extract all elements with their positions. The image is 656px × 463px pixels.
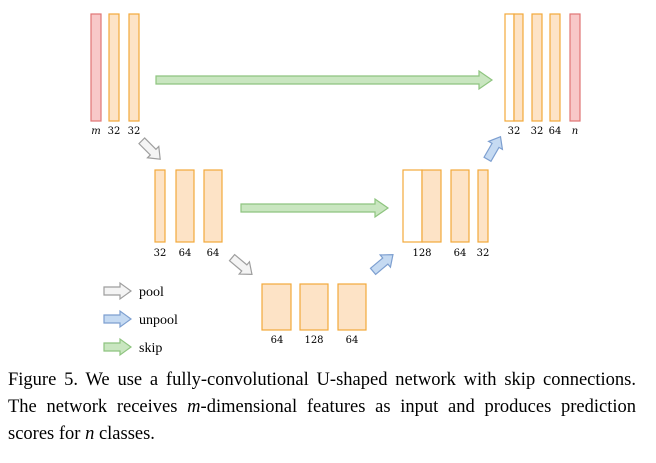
channel-label: 32 — [128, 126, 141, 137]
level1-left-blocks — [90, 13, 140, 122]
legend-unpool-arrow-icon — [103, 309, 133, 329]
level2-left-blocks — [154, 169, 223, 243]
channel-label: 64 — [271, 335, 284, 346]
caption-text: classes. — [94, 424, 155, 444]
concat-block-empty — [402, 169, 423, 243]
channel-label-n: n — [572, 126, 578, 137]
pool-arrow — [228, 253, 253, 275]
caption-text: -dimensional features as input and produ… — [8, 397, 636, 444]
pool-arrow — [138, 137, 161, 160]
channel-label: 128 — [304, 335, 323, 346]
feature-block — [154, 169, 166, 243]
feature-block — [531, 13, 543, 122]
feature-block — [203, 169, 223, 243]
caption-text: We use a fully-convolutional U-shaped ne… — [8, 370, 636, 417]
unpool-arrow — [483, 135, 504, 163]
level2-right-blocks — [402, 169, 489, 243]
channel-label: 64 — [179, 248, 192, 259]
feature-block — [175, 169, 195, 243]
caption-var-n: n — [85, 424, 95, 444]
channel-label: 32 — [108, 126, 121, 137]
level1-right-labels: 32 32 64 n — [508, 126, 579, 137]
concat-block-empty — [504, 13, 515, 122]
level2-right-labels: 128 64 32 — [412, 248, 489, 259]
feature-block — [299, 283, 329, 331]
level2-left-labels: 32 64 64 — [154, 248, 220, 259]
feature-block — [261, 283, 292, 331]
channel-label: 32 — [154, 248, 167, 259]
caption-var-m: m — [187, 397, 201, 417]
skip-arrow — [155, 69, 494, 91]
channel-label: 64 — [207, 248, 220, 259]
channel-label: 64 — [454, 248, 467, 259]
figure-caption: Figure 5. We use a fully-convolutional U… — [8, 367, 636, 448]
level3-blocks — [261, 283, 367, 331]
legend-skip-arrow-icon — [103, 337, 133, 357]
feature-block — [108, 13, 120, 122]
level1-right-blocks — [504, 13, 581, 122]
feature-block — [450, 169, 470, 243]
channel-label: 64 — [346, 335, 359, 346]
caption-figure-label: Figure 5. — [8, 370, 78, 390]
unpool-arrow — [369, 254, 394, 276]
channel-label: 32 — [508, 126, 521, 137]
feature-block — [337, 283, 367, 331]
level3-labels: 64 128 64 — [271, 335, 359, 346]
feature-block — [549, 13, 561, 122]
output-block-n — [569, 13, 581, 122]
feature-block — [513, 13, 524, 122]
legend: pool unpool skip — [103, 281, 178, 357]
feature-block — [421, 169, 442, 243]
feature-block — [477, 169, 489, 243]
channel-label: 32 — [477, 248, 490, 259]
channel-label: 128 — [412, 248, 431, 259]
skip-arrow — [240, 197, 390, 219]
legend-skip-label: skip — [139, 341, 162, 356]
channel-label-m: m — [91, 126, 100, 137]
channel-label: 64 — [549, 126, 562, 137]
legend-unpool-label: unpool — [139, 313, 178, 328]
legend-pool-label: pool — [139, 285, 164, 300]
feature-block — [128, 13, 140, 122]
level1-left-labels: m 32 32 — [91, 126, 140, 137]
input-block-m — [90, 13, 102, 122]
channel-label: 32 — [531, 126, 544, 137]
legend-pool-arrow-icon — [103, 281, 133, 301]
